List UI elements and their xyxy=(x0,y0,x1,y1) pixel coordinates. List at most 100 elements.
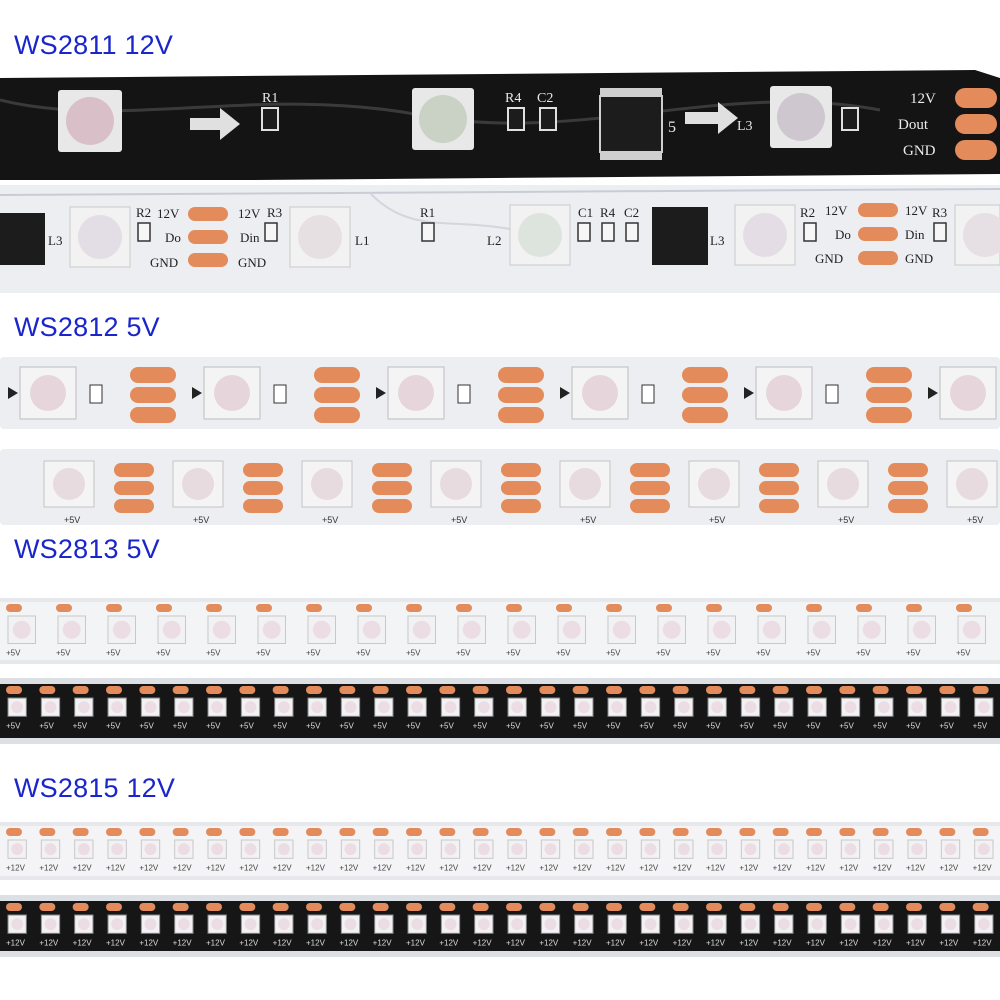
ws2812-title: WS2812 5V xyxy=(14,312,160,342)
pad-voltage: +12V xyxy=(906,863,926,872)
copper-pad xyxy=(872,828,889,836)
led-lens xyxy=(612,620,631,639)
pad-voltage: +12V xyxy=(906,938,926,947)
copper-pad xyxy=(706,604,722,612)
copper-pad xyxy=(6,903,22,911)
pad-voltage: +5V xyxy=(6,721,21,730)
led-lens xyxy=(211,918,224,931)
capacitor xyxy=(457,384,471,404)
led-lens xyxy=(53,468,85,500)
copper-pad xyxy=(406,903,422,911)
led-lens xyxy=(844,918,857,931)
led-lens xyxy=(862,620,881,639)
pad-voltage: +5V xyxy=(573,721,588,730)
copper-pad xyxy=(439,903,456,911)
led-lens xyxy=(44,701,57,714)
pad-voltage: +12V xyxy=(373,938,393,947)
copper-pad xyxy=(272,903,289,911)
copper-pad xyxy=(906,686,922,694)
led-lens xyxy=(877,843,890,856)
led-lens xyxy=(777,918,790,931)
pad-voltage: +5V xyxy=(839,721,854,730)
pad-voltage: +5V xyxy=(673,721,688,730)
copper-pad xyxy=(606,604,622,612)
copper-pad xyxy=(372,903,389,911)
led-lens xyxy=(844,701,857,714)
ws2811-black-strip: R1 R4 C2 L3 5 12V Dout GND xyxy=(0,70,1000,180)
copper-pad xyxy=(772,686,789,694)
copper-pad xyxy=(239,903,256,911)
led-lens xyxy=(577,701,590,714)
copper-pad xyxy=(501,481,541,495)
pad-voltage: +12V xyxy=(773,863,793,872)
l3-label: L3 xyxy=(710,233,724,248)
led-lens xyxy=(677,918,690,931)
pad-voltage: +12V xyxy=(573,863,593,872)
led-lens xyxy=(11,918,24,931)
pad-voltage: +5V xyxy=(539,721,554,730)
pad-voltage: +12V xyxy=(39,938,59,947)
led-lens xyxy=(444,918,457,931)
pad-voltage: +5V xyxy=(156,649,171,658)
l1-label: L1 xyxy=(355,233,369,248)
copper-pad xyxy=(856,604,872,612)
copper-pad xyxy=(272,686,289,694)
copper-pad xyxy=(839,686,856,694)
copper-pad xyxy=(139,828,156,836)
pad-voltage: +5V xyxy=(56,649,71,658)
led-lens xyxy=(644,843,657,856)
led-lens xyxy=(44,918,57,931)
led-lens xyxy=(77,701,90,714)
led-lens xyxy=(111,843,124,856)
led-lens xyxy=(344,701,357,714)
pad-voltage: +5V xyxy=(906,721,921,730)
ws2811-white-strip: 12V Do GND 12V Din GND 12V Do GND 12V Di… xyxy=(0,185,1000,297)
led-lens xyxy=(311,843,324,856)
copper-pad xyxy=(501,463,541,477)
arrow-icon xyxy=(928,387,938,399)
pad-voltage: +5V xyxy=(473,721,488,730)
led-lens xyxy=(911,701,924,714)
pad-voltage: +5V xyxy=(173,721,188,730)
copper-pad xyxy=(939,686,956,694)
copper-pad xyxy=(706,828,722,836)
led-lens xyxy=(977,843,990,856)
led-lens xyxy=(440,468,472,500)
copper-pad xyxy=(772,828,789,836)
led-lens xyxy=(777,701,790,714)
led-chip xyxy=(954,204,1000,266)
copper-pad xyxy=(314,387,360,403)
led-lens xyxy=(677,701,690,714)
copper-pad xyxy=(130,407,176,423)
copper-pad xyxy=(672,686,689,694)
pad-voltage: +12V xyxy=(206,863,226,872)
led-lens xyxy=(112,620,131,639)
pad-voltage: +5V xyxy=(806,721,821,730)
pad-12v: 12V xyxy=(825,203,848,218)
pad-voltage: +5V xyxy=(706,721,721,730)
pad-voltage: +5V xyxy=(339,721,354,730)
ws2811-title: WS2811 12V xyxy=(14,30,174,60)
led-lens xyxy=(398,375,434,411)
copper-pad xyxy=(972,686,989,694)
copper-pad xyxy=(706,903,722,911)
led-lens xyxy=(511,843,524,856)
led-lens xyxy=(950,375,986,411)
copper-pad xyxy=(306,686,322,694)
pad-voltage: +12V xyxy=(273,863,293,872)
copper-pad xyxy=(539,686,556,694)
pad-voltage: +5V xyxy=(739,721,754,730)
pad-voltage: +5V xyxy=(856,649,871,658)
led-lens xyxy=(377,843,390,856)
r4-label: R4 xyxy=(505,91,521,106)
led-lens xyxy=(411,843,424,856)
pad-voltage: +5V xyxy=(406,721,421,730)
ws2815-title: WS2815 12V xyxy=(14,773,176,803)
capacitor xyxy=(89,384,103,404)
pad-voltage: +5V xyxy=(106,649,121,658)
copper-pad xyxy=(372,686,389,694)
led-lens xyxy=(311,918,324,931)
pad-voltage: +5V xyxy=(506,721,521,730)
copper-pad xyxy=(756,604,772,612)
pad-voltage: +5V xyxy=(706,649,721,658)
